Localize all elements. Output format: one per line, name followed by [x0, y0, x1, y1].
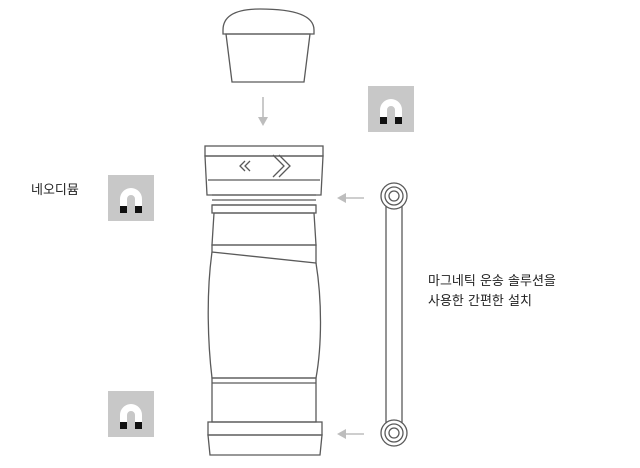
horseshoe-magnet-icon — [368, 86, 414, 132]
bracket-bar — [385, 195, 403, 425]
down-arrow — [258, 97, 268, 126]
base — [207, 434, 323, 456]
product-body — [204, 145, 324, 456]
top-collar — [204, 155, 324, 196]
cap-top-dome — [222, 8, 315, 35]
neodymium-label: 네오디뮴 — [31, 183, 79, 198]
double-chevron-right-icon — [239, 154, 291, 178]
top-collar-rim — [204, 145, 324, 157]
cap — [222, 8, 315, 83]
tilted-seam — [211, 244, 317, 264]
horseshoe-magnet-icon — [108, 175, 154, 221]
caption-line-1: 마그네틱 운송 솔루션을 — [428, 274, 556, 289]
caption-line-2: 사용한 간편한 설치 — [428, 294, 532, 309]
magnetic-solution-caption: 마그네틱 운송 솔루션을 사용한 간편한 설치 — [428, 272, 556, 312]
arrow-lower-left — [337, 429, 364, 439]
arrow-upper-left — [337, 193, 364, 203]
mounting-bracket — [380, 182, 408, 447]
horseshoe-magnet-icon — [108, 391, 154, 437]
base-rim — [207, 421, 323, 436]
lock-ring — [211, 204, 317, 214]
cap-body — [225, 33, 311, 83]
